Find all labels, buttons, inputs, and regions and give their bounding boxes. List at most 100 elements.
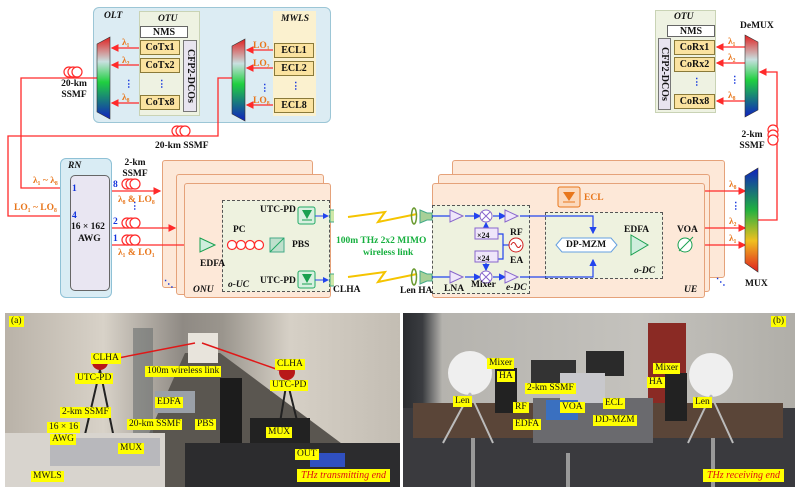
cotx-dots: ⋮ — [157, 80, 167, 90]
mux-label: MUX — [745, 279, 768, 289]
photo-label-out: OUT — [295, 449, 319, 460]
lna-icon — [449, 270, 465, 284]
dp-mzm-icon — [555, 237, 618, 253]
photo-transmitting-end: (a) CLHA UTC-PD 100m wireless link CLHA … — [5, 313, 400, 487]
corx-dots: ⋮ — [692, 78, 702, 88]
panel-b-caption: THz receiving end — [703, 469, 784, 482]
amplifier-icon-2 — [504, 209, 520, 223]
ecl-laser-icon — [557, 186, 581, 208]
horn-antenna-icon-top — [419, 209, 433, 224]
pbs-icon — [269, 237, 285, 253]
clha-label: CLHA — [333, 285, 361, 295]
rx-lambda: λ₂ — [728, 53, 736, 63]
pc-label: PC — [233, 225, 246, 235]
photo-label-mux-left: MUX — [118, 443, 145, 454]
mux-lambda: λ₁ — [729, 234, 737, 244]
photo-label-pbs: PBS — [195, 419, 216, 430]
mux-lambda: λ₂ — [729, 217, 737, 227]
port-out-8: 8 — [113, 180, 118, 190]
cfp2-dcos-rx: CFP2-DCOs — [658, 38, 671, 110]
photo-label-2km-ssmf: 2-km SSMF — [525, 383, 576, 394]
corridor-scene — [5, 328, 400, 487]
photo-label-mixer-left: Mixer — [487, 358, 515, 369]
mixer-icon-bottom — [479, 270, 493, 284]
ecl-2: ECL2 — [274, 61, 314, 76]
edfa-icon — [199, 237, 217, 253]
panel-a-tag: (a) — [9, 316, 24, 327]
utc-pd-bottom-label: UTC-PD — [260, 276, 296, 286]
ea-icon — [504, 270, 520, 284]
photodiode-icon-bottom — [297, 270, 316, 289]
cotx-2: CoTx2 — [140, 58, 180, 73]
photo-label-wireless-link: 100m wireless link — [145, 366, 222, 377]
lens-icon-bottom — [410, 268, 418, 286]
photo-label-mixer-right: Mixer — [653, 363, 681, 374]
lambda-label: λ₁ — [122, 38, 130, 48]
lo-label: LO₁ — [253, 41, 270, 51]
corx-1: CoRx1 — [674, 40, 715, 55]
mux-icon — [744, 167, 759, 273]
photo-label-utc-pd-left: UTC-PD — [75, 373, 114, 384]
photo-label-rf: RF — [513, 402, 529, 413]
voa-label: VOA — [677, 225, 698, 235]
pbs-label: PBS — [292, 240, 310, 250]
o-uc-label: o-UC — [228, 280, 250, 290]
photo-label-awg: AWG — [50, 434, 76, 445]
amplifier-icon-top — [449, 209, 465, 223]
drop-ssmf-label: 2-km SSMF — [122, 158, 148, 179]
edfa-label: EDFA — [200, 259, 226, 269]
photo-label-edfa: EDFA — [155, 397, 184, 408]
awg-label-2: AWG — [78, 234, 101, 244]
photo-label-mwls: MWLS — [31, 471, 64, 482]
otu-rx-label: OTU — [674, 12, 694, 22]
lna-label: LNA — [444, 284, 465, 294]
thz-beam-icons — [347, 210, 418, 284]
e-dc-label: e-DC — [506, 283, 527, 293]
clha-icon-bottom — [329, 273, 334, 287]
rx-lambda: λ₈ — [728, 91, 736, 101]
photo-label-mux-right: MUX — [266, 427, 293, 438]
cotx-8: CoTx8 — [140, 95, 180, 110]
len-ha-label: Len HA — [400, 286, 433, 296]
multiplier-2-label: ×24 — [477, 231, 490, 240]
photo-label-ha-left: HA — [497, 371, 515, 382]
photo-label-dd-mzm: DD-MZM — [593, 415, 637, 426]
photo-label-utc-pd-right: UTC-PD — [270, 380, 309, 391]
panel-b-tag: (b) — [771, 316, 787, 327]
otu-label: OTU — [158, 14, 178, 24]
horn-antenna-icon-bottom — [419, 270, 433, 285]
port-dots: ⋮ — [130, 202, 140, 212]
port-out-2: 2 — [113, 217, 118, 227]
mixer-icon-top — [479, 209, 493, 223]
ecl-1: ECL1 — [274, 43, 314, 58]
ecl-8: ECL8 — [274, 98, 314, 113]
photodiode-icon-top — [297, 206, 316, 225]
rf-label: RF — [510, 228, 523, 238]
demux-icon — [744, 34, 759, 118]
rn-label: RN — [68, 161, 82, 171]
rn-input-lambda: λ₁ ~ λ₈ — [33, 176, 58, 186]
cotx-1: CoTx1 — [140, 40, 180, 55]
lightning-top-icon — [347, 210, 418, 224]
utc-pd-top-label: UTC-PD — [260, 205, 296, 215]
photo-label-voa: VOA — [560, 402, 585, 413]
lo-label: LO₂ — [253, 59, 270, 69]
mixer-label: Mixer — [471, 280, 496, 290]
awg-box — [70, 175, 110, 291]
lo-mux-icon — [231, 38, 246, 122]
link-label-2: wireless link — [363, 248, 414, 258]
fiber-olt-rn — [20, 77, 97, 192]
panel-a-caption: THz transmitting end — [297, 469, 391, 482]
nms-rx-box: NMS — [667, 25, 715, 37]
photo-label-20km-ssmf: 20-km SSMF — [127, 419, 183, 430]
photo-label-ha-right: HA — [647, 377, 665, 388]
rf-source-icon — [508, 237, 524, 253]
lo-label: LO₈ — [253, 96, 270, 106]
corx-2: CoRx2 — [674, 57, 715, 72]
lens-icon-top — [410, 207, 418, 225]
multiplier-box-2 — [474, 250, 499, 263]
photo-label-awg-size: 16 × 16 — [47, 422, 81, 433]
port-out-1: 1 — [113, 234, 118, 244]
ue-more-dots: ⋱ — [716, 278, 726, 288]
demux-label: DeMUX — [740, 21, 774, 31]
